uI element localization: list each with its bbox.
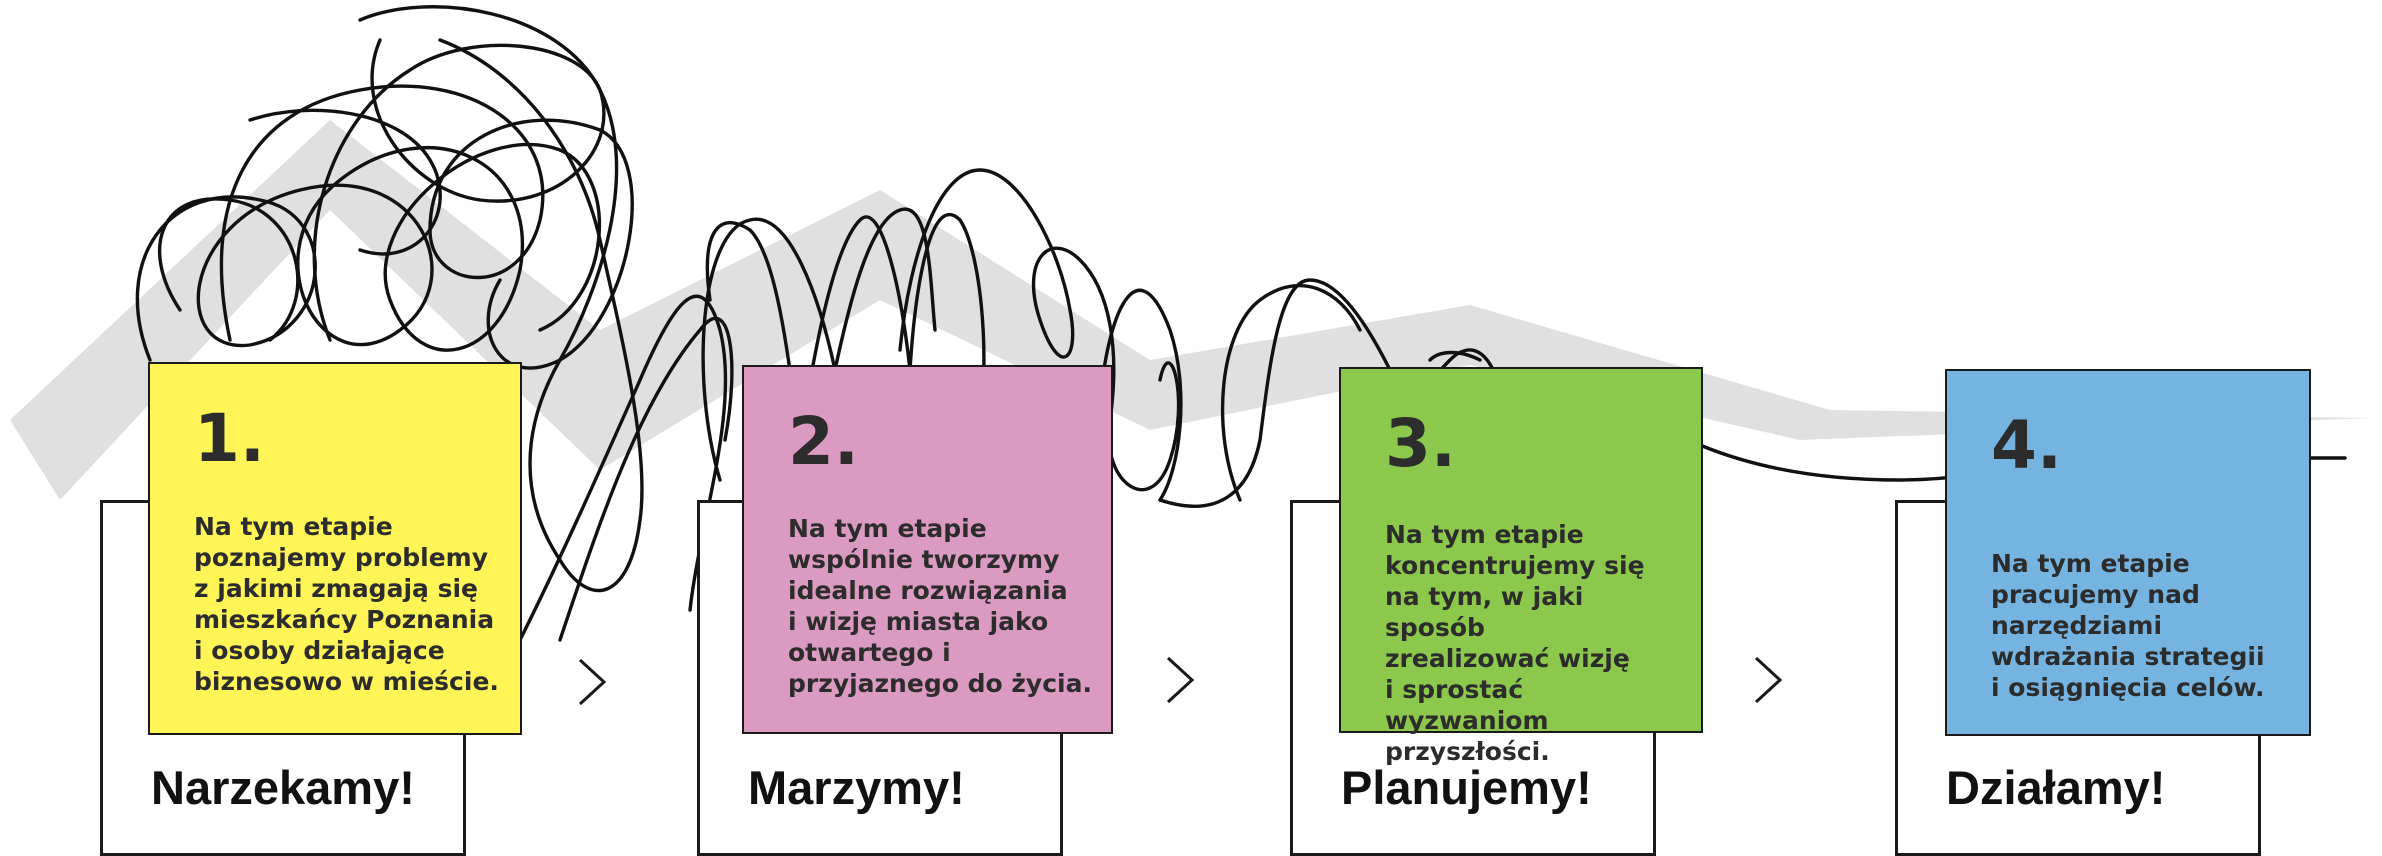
stage-3-label: Planujemy! xyxy=(1341,760,1592,815)
stage-2-label: Marzymy! xyxy=(748,760,965,815)
stage-1-description: Na tym etapie poznajemy problemy z jakim… xyxy=(194,511,506,697)
chevron-right-icon xyxy=(1750,654,1786,706)
stage-4-description: Na tym etapie pracujemy nad narzędziami … xyxy=(1991,548,2295,703)
stage-2-description: Na tym etapie wspólnie tworzymy idealne … xyxy=(788,513,1097,699)
stage-3-description: Na tym etapie koncentrujemy się na tym, … xyxy=(1385,519,1687,767)
stage-2-note: 2. Na tym etapie wspólnie tworzymy ideal… xyxy=(742,365,1113,734)
stage-4-number: 4. xyxy=(1991,407,2062,484)
stage-2-number: 2. xyxy=(788,403,859,480)
stage-4-label: Działamy! xyxy=(1946,760,2165,815)
stage-1-number: 1. xyxy=(194,400,265,477)
chevron-right-icon xyxy=(574,656,610,708)
stage-1-label: Narzekamy! xyxy=(151,760,415,815)
stage-3-note: 3. Na tym etapie koncentrujemy się na ty… xyxy=(1339,367,1703,733)
stage-4-note: 4. Na tym etapie pracujemy nad narzędzia… xyxy=(1945,369,2311,736)
stage-3-number: 3. xyxy=(1385,405,1456,482)
chevron-right-icon xyxy=(1162,654,1198,706)
stage-1-note: 1. Na tym etapie poznajemy problemy z ja… xyxy=(148,362,522,735)
